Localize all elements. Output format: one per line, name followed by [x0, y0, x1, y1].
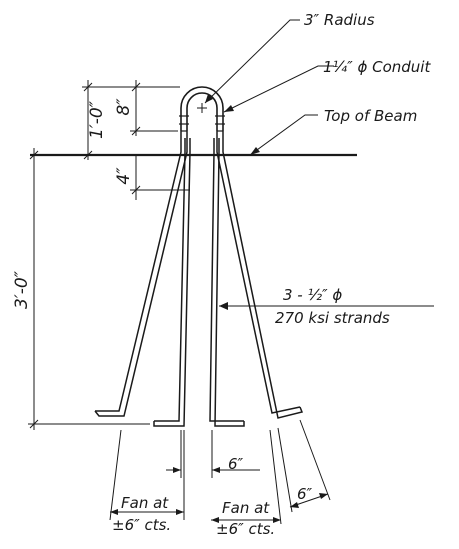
dim-below-beam-label: 4″ — [114, 167, 134, 185]
fan-left-dimension — [109, 429, 185, 521]
dim-loop-above-label: 8″ — [114, 98, 134, 116]
label-top-of-beam: Top of Beam — [324, 107, 417, 125]
dim-loop-total-label: 1′-0″ — [87, 100, 107, 139]
strand-left-outer — [94, 131, 188, 417]
label-strands-line2: 270 ksi strands — [275, 309, 390, 327]
fan-left-label-line2: ±6″ cts. — [112, 516, 171, 534]
dim-below-beam — [130, 155, 190, 200]
fan-right-label-line2: ±6″ cts. — [216, 520, 275, 538]
fan-right-label-line1: Fan at — [222, 499, 270, 517]
label-radius: 3″ Radius — [304, 11, 375, 29]
label-conduit: 1¼″ ϕ Conduit — [323, 58, 431, 76]
dim-embedment — [28, 148, 150, 430]
strand-right-inner — [209, 138, 245, 427]
leader-strands — [219, 302, 434, 310]
dim-center-spacing-label: 6″ — [228, 455, 244, 473]
leader-radius — [204, 19, 300, 104]
dim-hook-length-label: 6″ — [297, 485, 313, 503]
fan-left-label-line1: Fan at — [121, 494, 169, 512]
label-strands-line1: 3 - ½″ ϕ — [283, 286, 342, 304]
dim-center-spacing — [166, 430, 260, 478]
conduit-loop — [179, 86, 225, 132]
strand-right-outer — [216, 131, 304, 419]
dim-embedment-label: 3′-0″ — [12, 270, 32, 309]
leader-top-of-beam — [249, 114, 318, 156]
strand-left-inner — [153, 138, 191, 427]
fan-right-dimension — [211, 429, 282, 525]
leader-conduit — [223, 65, 334, 113]
dim-loop-total — [82, 80, 180, 160]
dim-loop-above — [130, 80, 178, 136]
dim-hook-length — [277, 419, 331, 513]
